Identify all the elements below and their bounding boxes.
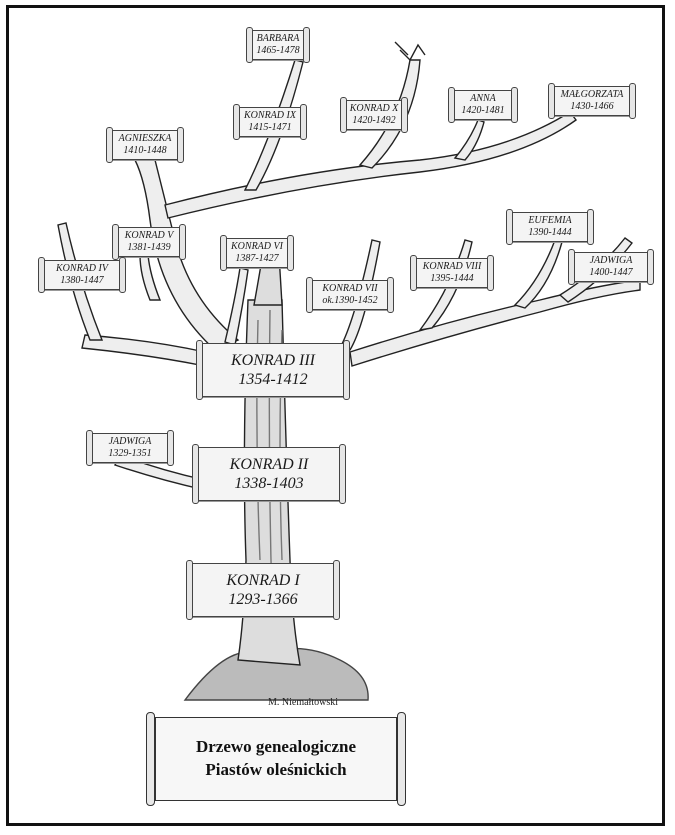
title-line-1: Drzewo genealogiczne xyxy=(195,737,357,757)
person-name: EUFEMIA xyxy=(528,215,572,226)
person-scroll-konrad-i: KONRAD I 1293-1366 xyxy=(186,560,340,620)
person-name: KONRAD VI xyxy=(231,241,283,252)
person-dates: 1395-1444 xyxy=(430,273,474,284)
person-scroll-konrad-ix: KONRAD IX 1415-1471 xyxy=(233,104,307,140)
person-dates: ok.1390-1452 xyxy=(322,295,378,306)
person-scroll-konrad-iv: KONRAD IV 1380-1447 xyxy=(38,257,126,293)
person-name: KONRAD VIII xyxy=(422,261,482,272)
person-name: KONRAD IX xyxy=(244,110,296,121)
person-name: JADWIGA xyxy=(108,436,152,447)
person-name: KONRAD X xyxy=(349,103,399,114)
person-name: KONRAD VII xyxy=(322,283,378,294)
person-name: BARBARA xyxy=(256,33,300,44)
person-dates: 1380-1447 xyxy=(60,275,104,286)
person-scroll-konrad-vii: KONRAD VII ok.1390-1452 xyxy=(306,277,394,313)
person-name: KONRAD II xyxy=(229,455,309,473)
person-dates: 1465-1478 xyxy=(256,45,300,56)
person-name: AGNIESZKA xyxy=(118,133,172,144)
person-dates: 1293-1366 xyxy=(228,591,298,608)
person-dates: 1390-1444 xyxy=(528,227,572,238)
title-line-2: Piastów oleśnickich xyxy=(205,760,347,779)
person-scroll-jadwiga-1400: JADWIGA 1400-1447 xyxy=(568,249,654,285)
person-name: KONRAD III xyxy=(231,351,315,369)
person-name: ANNA xyxy=(470,93,496,104)
person-dates: 1420-1481 xyxy=(461,105,505,116)
person-name: KONRAD V xyxy=(124,230,174,241)
person-dates: 1354-1412 xyxy=(238,371,308,388)
person-dates: 1430-1466 xyxy=(570,101,614,112)
person-name: JADWIGA xyxy=(589,255,633,266)
person-scroll-malgorzata: MAŁGORZATA 1430-1466 xyxy=(548,83,636,119)
person-scroll-eufemia: EUFEMIA 1390-1444 xyxy=(506,209,594,245)
person-name: KONRAD I xyxy=(226,571,300,589)
person-dates: 1415-1471 xyxy=(248,122,292,133)
person-scroll-konrad-v: KONRAD V 1381-1439 xyxy=(112,224,186,260)
person-scroll-konrad-iii: KONRAD III 1354-1412 xyxy=(196,340,350,400)
person-scroll-barbara: BARBARA 1465-1478 xyxy=(246,27,310,63)
person-scroll-konrad-viii: KONRAD VIII 1395-1444 xyxy=(410,255,494,291)
person-name: MAŁGORZATA xyxy=(560,89,624,100)
artist-signature: M. Niemałtowski xyxy=(268,697,338,708)
person-scroll-konrad-ii: KONRAD II 1338-1403 xyxy=(192,444,346,504)
person-name: KONRAD IV xyxy=(56,263,108,274)
person-dates: 1410-1448 xyxy=(123,145,167,156)
person-dates: 1387-1427 xyxy=(235,253,279,264)
person-scroll-konrad-x: KONRAD X 1420-1492 xyxy=(340,97,408,133)
person-dates: 1329-1351 xyxy=(108,448,152,459)
person-dates: 1420-1492 xyxy=(352,115,396,126)
person-scroll-anna: ANNA 1420-1481 xyxy=(448,87,518,123)
person-scroll-konrad-vi: KONRAD VI 1387-1427 xyxy=(220,235,294,271)
person-scroll-jadwiga-1329: JADWIGA 1329-1351 xyxy=(86,430,174,466)
title-scroll: Drzewo genealogiczne Piastów oleśnickich xyxy=(146,712,406,806)
person-dates: 1338-1403 xyxy=(234,475,304,492)
person-scroll-agnieszka: AGNIESZKA 1410-1448 xyxy=(106,127,184,163)
person-dates: 1400-1447 xyxy=(589,267,633,278)
person-dates: 1381-1439 xyxy=(127,242,171,253)
